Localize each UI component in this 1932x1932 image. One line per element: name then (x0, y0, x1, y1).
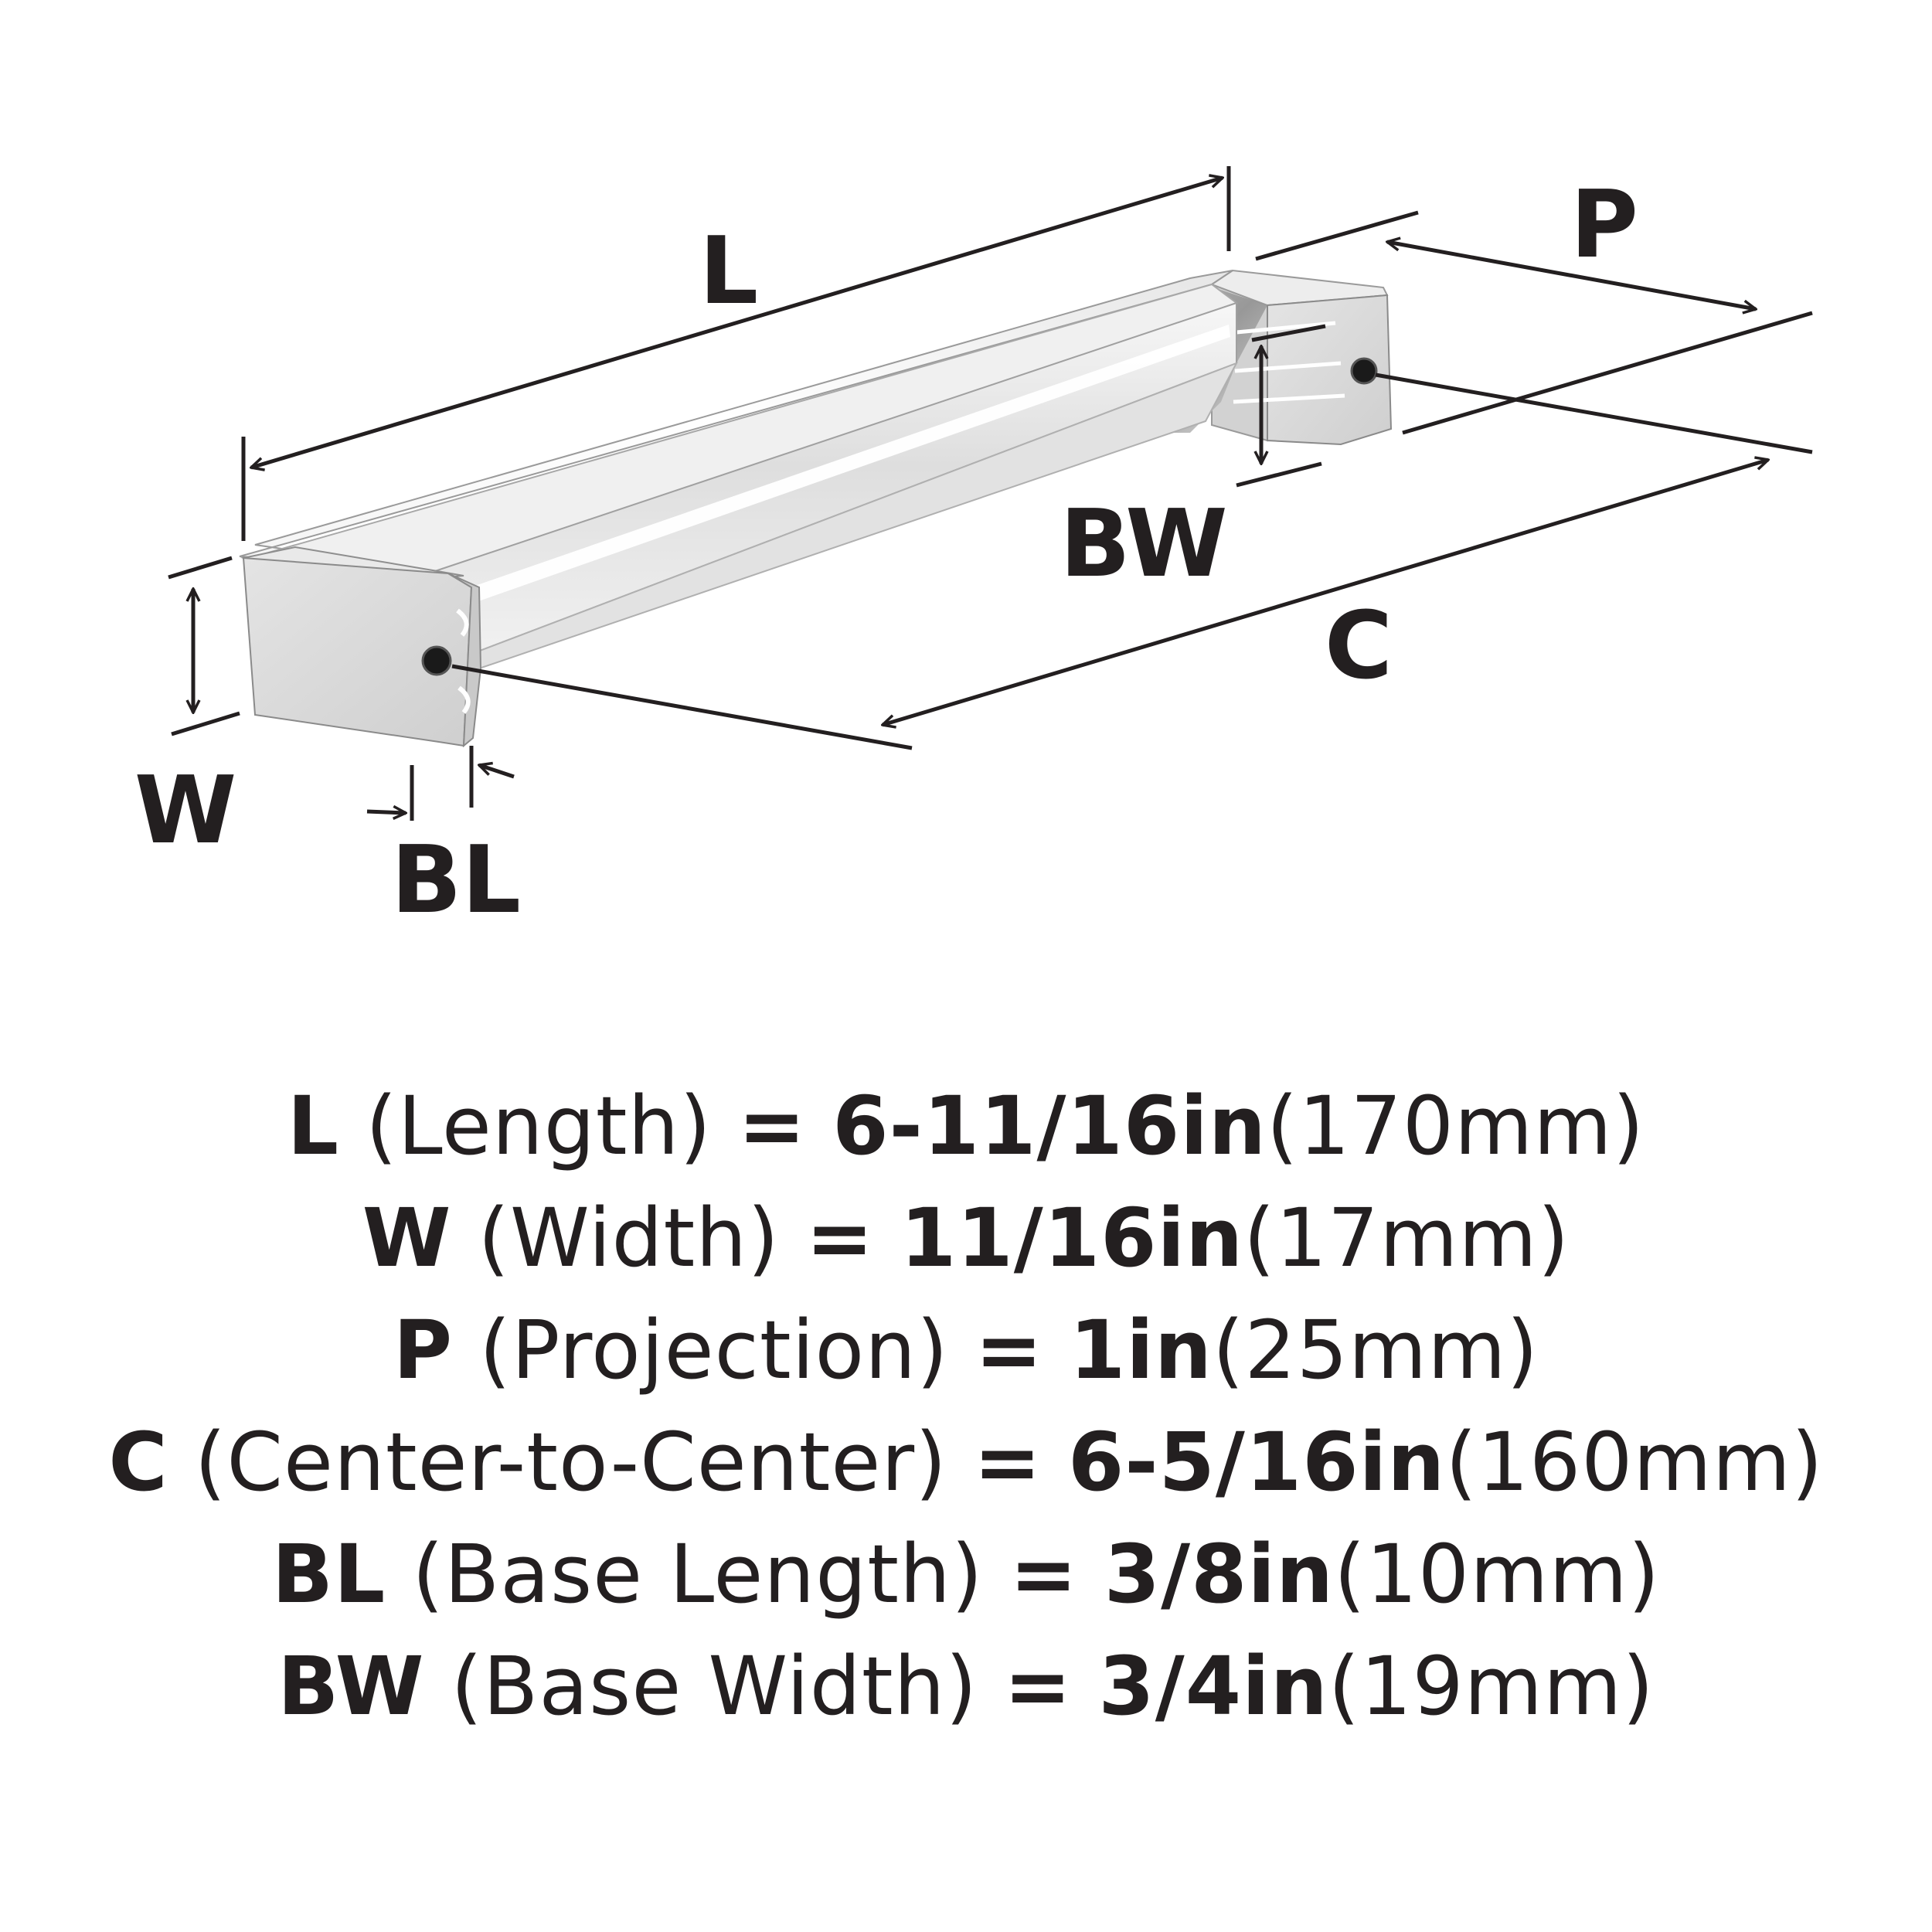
spec-metric: (17mm) (1243, 1191, 1570, 1285)
spec-equals: = (975, 1303, 1043, 1397)
center-leader-right (1375, 372, 1813, 454)
left-screw-hole (421, 645, 452, 676)
spec-base-width: BW (Base Width) = 3/4in(19mm) (0, 1631, 1932, 1743)
spec-name: (Base Width) (451, 1639, 978, 1733)
base-length-arrow-left (366, 811, 406, 813)
spec-code: W (362, 1191, 452, 1285)
center-dimension-line (883, 460, 1768, 725)
spec-code: L (287, 1079, 340, 1173)
label-width: W (134, 757, 236, 865)
spec-length: L (Length) = 6-11/16in(170mm) (0, 1070, 1932, 1182)
dimension-diagram: L P BW C W BL (134, 166, 1813, 934)
spec-width: W (Width) = 11/16in(17mm) (0, 1182, 1932, 1294)
left-post-side-face (447, 573, 482, 748)
label-base-length: BL (391, 827, 521, 934)
width-extension-bottom (171, 711, 240, 736)
projection-extension-bottom (1402, 311, 1813, 435)
label-base-width: BW (1060, 491, 1227, 598)
length-dimension-line (251, 178, 1223, 468)
spec-imperial: 3/8in (1104, 1527, 1335, 1621)
spec-name: (Base Length) (412, 1527, 984, 1621)
spec-name: (Center-to-Center) (194, 1415, 947, 1509)
spec-imperial: 1in (1069, 1303, 1213, 1397)
projection-extension-top (1255, 210, 1419, 261)
dimension-spec-list: L (Length) = 6-11/16in(170mm) W (Width) … (0, 1070, 1932, 1743)
right-screw-hole (1350, 357, 1378, 385)
spec-equals: = (973, 1415, 1042, 1509)
spec-imperial: 6-11/16in (832, 1079, 1267, 1173)
spec-metric: (19mm) (1328, 1639, 1655, 1733)
base-length-arrow-right (479, 765, 515, 779)
spec-code: BL (271, 1527, 386, 1621)
right-post-groove (1233, 321, 1345, 404)
dimension-lines (168, 166, 1813, 821)
spec-code: C (108, 1415, 168, 1509)
width-extension-top (168, 556, 233, 580)
base-width-extension-bottom (1236, 461, 1322, 488)
spec-metric: (10mm) (1334, 1527, 1661, 1621)
spec-code: BW (277, 1639, 425, 1733)
label-length: L (699, 218, 758, 325)
spec-name: (Width) (478, 1191, 780, 1285)
projection-dimension-line (1387, 242, 1756, 309)
spec-equals: = (1009, 1527, 1078, 1621)
spec-equals: = (1004, 1639, 1073, 1733)
spec-center-to-center: C (Center-to-Center) = 6-5/16in(160mm) (0, 1406, 1932, 1519)
spec-metric: (25mm) (1212, 1303, 1539, 1397)
spec-imperial: 3/4in (1098, 1639, 1328, 1733)
spec-name: (Length) (366, 1079, 712, 1173)
spec-equals: = (738, 1079, 807, 1173)
spec-name: (Projection) (479, 1303, 949, 1397)
spec-imperial: 11/16in (900, 1191, 1244, 1285)
spec-imperial: 6-5/16in (1068, 1415, 1446, 1509)
left-post-groove (456, 608, 471, 714)
center-leader-left (451, 664, 913, 750)
label-projection: P (1570, 172, 1638, 279)
spec-metric: (170mm) (1266, 1079, 1645, 1173)
spec-projection: P (Projection) = 1in(25mm) (0, 1294, 1932, 1406)
base-width-extension-top (1251, 324, 1326, 342)
spec-code: P (393, 1303, 454, 1397)
spec-base-length: BL (Base Length) = 3/8in(10mm) (0, 1519, 1932, 1631)
spec-equals: = (805, 1191, 874, 1285)
label-center-to-center: C (1325, 593, 1393, 700)
spec-metric: (160mm) (1445, 1415, 1824, 1509)
